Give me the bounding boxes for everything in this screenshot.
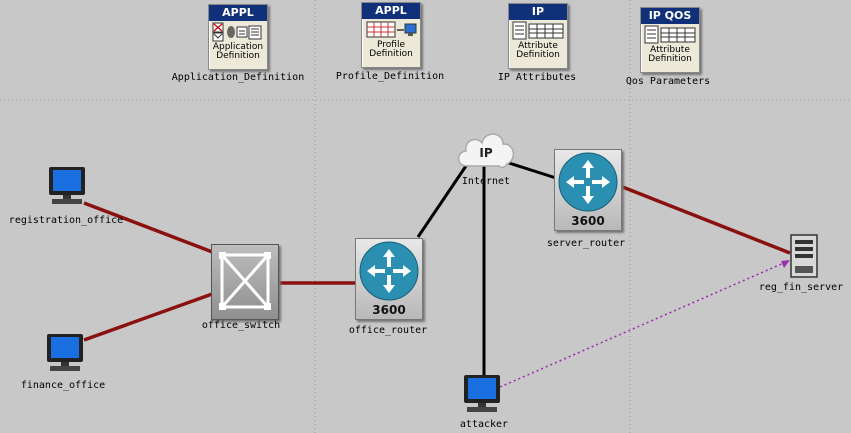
application-definition-label: Application_Definition [171, 72, 305, 83]
office-router-node[interactable]: 3600 [355, 238, 423, 320]
workstation-icon [464, 375, 500, 412]
link-server-router-server[interactable] [619, 184, 791, 255]
application-glyph-icon [209, 21, 267, 43]
link-router-internet[interactable] [416, 159, 472, 238]
server-router-label: server_router [546, 238, 626, 249]
registration-office-label: registration_office [8, 215, 124, 226]
internet-glyph-text: IP [479, 146, 492, 160]
profile-glyph-icon [362, 19, 420, 41]
internet-label: Internet [461, 176, 511, 187]
switch-icon [219, 252, 271, 310]
cloud-icon: IP [457, 133, 515, 169]
config-header: APPL [362, 3, 420, 19]
link-registration-switch[interactable] [83, 201, 216, 255]
ip-attributes-glyph-icon [509, 20, 567, 42]
qos-parameters-label: Qos Parameters [625, 76, 711, 87]
server-icon [790, 234, 818, 278]
config-subtitle-line2: Definition [648, 54, 692, 64]
internet-node[interactable]: IP [453, 124, 519, 178]
attack-flow-line[interactable] [499, 261, 787, 388]
config-subtitle-line2: Definition [516, 50, 560, 60]
config-subtitle-line2: Definition [216, 51, 260, 61]
attack-flow-arrowhead [781, 260, 790, 268]
config-subtitle-line1: Attribute [518, 41, 558, 51]
office-router-label: office_router [348, 325, 428, 336]
config-subtitle-line1: Profile [377, 40, 405, 50]
reg-fin-server-label: reg_fin_server [758, 282, 844, 293]
finance-office-label: finance_office [20, 380, 106, 391]
ip-attributes-object[interactable]: IP Attribute Definition [508, 3, 568, 69]
profile-definition-label: Profile_Definition [335, 71, 445, 82]
reg-fin-server-node[interactable] [789, 233, 821, 283]
link-finance-switch[interactable] [83, 291, 216, 342]
office-switch-label: office_switch [201, 320, 281, 331]
link-internet-server-router[interactable] [505, 160, 557, 180]
registration-office-node[interactable] [48, 166, 88, 210]
server-router-node[interactable]: 3600 [554, 149, 622, 231]
profile-definition-object[interactable]: APPL Profile Definition [361, 2, 421, 68]
application-definition-object[interactable]: APPL Application Definition [208, 4, 268, 70]
workstation-icon [49, 167, 85, 204]
workstation-icon [47, 334, 83, 371]
qos-parameters-object[interactable]: IP QOS Attribute Definition [640, 7, 700, 73]
office-switch-node[interactable] [211, 244, 279, 320]
config-header: IP QOS [641, 8, 699, 24]
router-model-label: 3600 [571, 214, 605, 228]
ip-attributes-label: IP Attributes [497, 72, 577, 83]
config-subtitle-line2: Definition [369, 49, 413, 59]
config-subtitle-line1: Attribute [650, 45, 690, 55]
router-icon [359, 241, 419, 301]
attacker-label: attacker [459, 419, 509, 430]
router-model-label: 3600 [372, 303, 406, 317]
config-header: IP [509, 4, 567, 20]
config-subtitle-line1: Application [212, 42, 264, 52]
router-icon [558, 152, 618, 212]
config-header: APPL [209, 5, 267, 21]
attacker-node[interactable] [463, 374, 503, 418]
finance-office-node[interactable] [46, 333, 86, 377]
qos-glyph-icon [641, 24, 699, 46]
